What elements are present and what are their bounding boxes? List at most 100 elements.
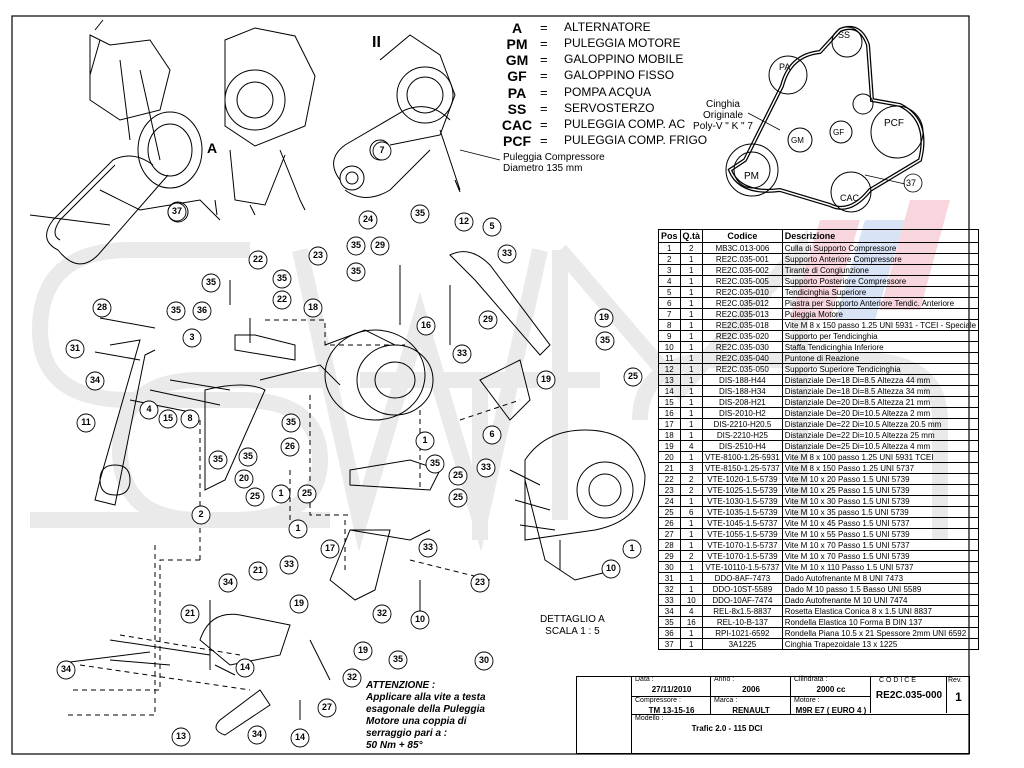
part-desc: Rondella Piana 10.5 x 21 Spessore 2mm UN…: [781, 627, 980, 639]
part-qty: 6: [679, 506, 704, 518]
belt-title-line2: Poly-V " K " 7: [693, 121, 753, 132]
part-pos: 37: [658, 638, 681, 650]
header-pos: Pos: [658, 229, 681, 243]
view-middle-assembly: [214, 27, 316, 216]
part-code: VTE-1045-1.5-5737: [702, 517, 783, 529]
compressor-note-line2: Diametro 135 mm: [503, 163, 583, 174]
part-desc: Vite M 10 x 70 Passo 1.5 UNI 5737: [781, 539, 980, 551]
tb-compressore-label: Compressore :: [635, 697, 681, 704]
part-desc: Rondella Elastica 10 Forma B DIN 137: [781, 616, 980, 628]
legend-desc: PULEGGIA COMP. AC: [564, 117, 686, 131]
part-desc: Supporto Superiore Tendicinghia: [781, 363, 980, 375]
part-qty: 1: [679, 385, 704, 397]
part-qty: 1: [679, 429, 704, 441]
part-pos: 31: [658, 572, 681, 584]
part-desc: Dado Autofrenante M 10 UNI 7474: [781, 594, 980, 606]
part-desc: Puleggia Motore: [781, 308, 980, 320]
legend-eq: =: [540, 85, 548, 100]
part-pos: 26: [658, 517, 681, 529]
part-code: VTE-1035-1.5-5739: [702, 506, 783, 518]
pulley-pcf: [870, 105, 924, 159]
part-desc: Distanziale De=20 Di=8.5 Altezza 21 mm: [781, 396, 980, 408]
part-qty: 1: [679, 418, 704, 430]
part-code: REL-10-B-137: [702, 616, 783, 628]
detail-a-line2: SCALA 1 : 5: [545, 626, 600, 637]
part-code: RE2C.035-010: [702, 286, 783, 298]
part-pos: 22: [658, 473, 681, 485]
part-desc: Vite M 8 x 150 Passo 1.25 UNI 5737: [781, 462, 980, 474]
legend-abbr: SS: [507, 101, 527, 117]
part-qty: 16: [679, 616, 704, 628]
part-code: RE2C.035-002: [702, 264, 783, 276]
part-code: DIS-2210-H20.5: [702, 418, 783, 430]
part-code: VTE-1055-1.5-5739: [702, 528, 783, 540]
part-code: DDO-10ST-5589: [702, 583, 783, 595]
pulley-label-gf: GF: [833, 128, 845, 137]
legend-eq: =: [540, 68, 548, 83]
part-pos: 2: [658, 253, 681, 265]
part-pos: 11: [658, 352, 681, 364]
part-qty: 1: [679, 330, 704, 342]
legend-eq: =: [540, 117, 548, 132]
part-pos: 7: [658, 308, 681, 320]
part-desc: Supporto Posteriore Compressore: [781, 275, 980, 287]
part-pos: 18: [658, 429, 681, 441]
detail-a-line1: DETTAGLIO A: [540, 614, 605, 625]
parts-table-header: Pos Q.tà Codice Descrizione: [658, 229, 980, 243]
legend-abbr: CAC: [501, 117, 533, 133]
part-desc: Distanziale De=22 Di=10.5 Altezza 25 mm: [781, 429, 980, 441]
part-desc: Culla di Supporto Compressore: [781, 242, 980, 254]
part-desc: Piastra per Supporto Anteriore Tendic. A…: [781, 297, 980, 309]
tb-marca-value: RENAULT: [732, 706, 770, 715]
part-desc: Distanziale De=18 Di=8.5 Altezza 44 mm: [781, 374, 980, 386]
pulley-gf: [829, 120, 853, 144]
legend-abbr: GM: [505, 52, 529, 68]
pulley-pa: [768, 55, 808, 95]
header-desc: Descrizione: [781, 229, 980, 243]
legend-desc: GALOPPINO FISSO: [564, 68, 675, 82]
view-a-assembly: [29, 19, 221, 265]
part-qty: 1: [679, 627, 704, 639]
part-pos: 21: [658, 462, 681, 474]
tb-rev-label: Rev.: [948, 677, 962, 684]
view-ii-label: II: [372, 34, 381, 51]
part-pos: 24: [658, 495, 681, 507]
pulley-label-gm: GM: [791, 136, 804, 145]
tb-data-value: 27/11/2010: [651, 685, 692, 694]
part-code: VTE-8150-1.25-5737: [702, 462, 783, 474]
part-desc: Supporto Anteriore Compressore: [781, 253, 980, 265]
part-desc: Vite M 10 x 35 passo 1.5 UNI 5739: [781, 506, 980, 518]
pulley-cac: [830, 171, 872, 213]
part-pos: 25: [658, 506, 681, 518]
part-pos: 33: [658, 594, 681, 606]
part-qty: 1: [679, 528, 704, 540]
part-qty: 1: [679, 539, 704, 551]
part-code: VTE-10110-1.5-5737: [702, 561, 783, 573]
pulley-label-pcf: PCF: [884, 118, 904, 129]
legend-desc: POMPA ACQUA: [564, 85, 652, 99]
belt-title-line1: Cinghia Originale: [702, 99, 744, 121]
part-qty: 1: [679, 396, 704, 408]
header-qty: Q.tà: [679, 229, 704, 243]
part-code: RE2C.035-040: [702, 352, 783, 364]
pulley-small: [852, 93, 874, 115]
part-pos: 5: [658, 286, 681, 298]
compressor-note-line1: Puleggia Compressore: [503, 152, 605, 163]
part-qty: 1: [679, 352, 704, 364]
part-code: RE2C.035-030: [702, 341, 783, 353]
